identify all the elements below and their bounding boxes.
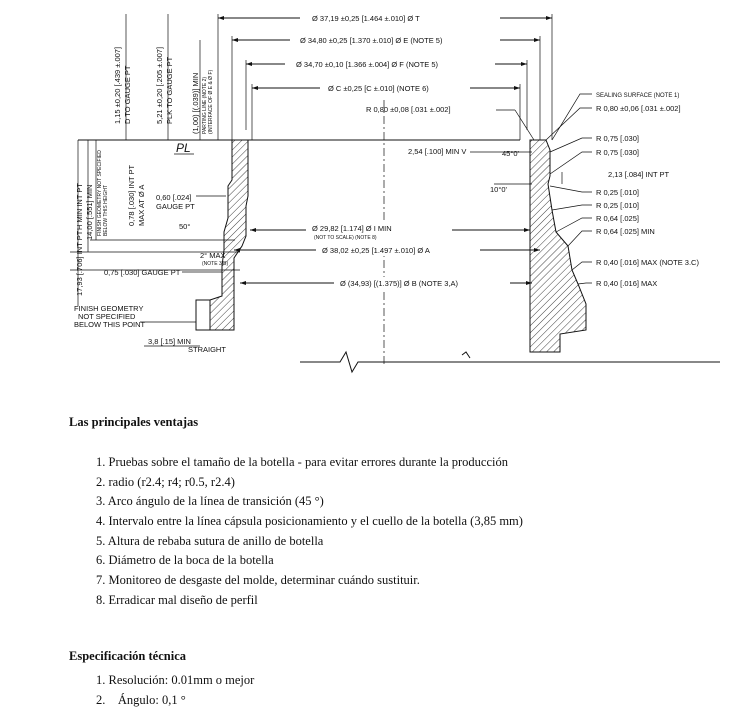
dim-b: Ø (34,93) [(1.375)] Ø B (NOTE 3,A): [340, 279, 458, 288]
label-254: 2,54 [.100] MIN V: [408, 147, 466, 156]
dim-plk: 5,21 ±0,20 [.205 ±.007]: [155, 47, 164, 124]
dim-a: Ø 38,02 ±0,25 [1.497 ±.010] Ø A: [322, 246, 430, 255]
label-060: 0,60 [.024]: [156, 193, 191, 202]
list-item: 1. Pruebas sobre el tamaño de la botella…: [96, 455, 508, 469]
label-213: 2,13 [.084] INT PT: [608, 170, 670, 179]
label-r025-a: R 0,25 [.010]: [596, 188, 639, 197]
label-finish-3: BELOW THIS POINT: [74, 320, 146, 329]
finish-geom-height-2: BELOW THIS HEIGHT: [103, 185, 109, 236]
dim-d-gauge: 1,15 ±0,20 [.439 ±.007]: [113, 47, 122, 124]
label-r025-b: R 0,25 [.010]: [596, 201, 639, 210]
label-r075-b: R 0,75 [.030]: [596, 148, 639, 157]
label-sealing: SEALING SURFACE (NOTE 1): [596, 93, 679, 99]
label-2max: 2° MAX: [200, 251, 226, 260]
dim-078: 0,78 [.030] INT PT: [127, 164, 136, 226]
label-50deg: 50°: [179, 222, 190, 231]
dim-c: Ø C ±0,25 [C ±.010] (NOTE 6): [328, 84, 429, 93]
dim-plk-label: PLK TO GAUGE PT: [165, 56, 174, 124]
list-item: 7. Monitoreo de desgaste del molde, dete…: [96, 573, 420, 588]
dim-parting-min: (1,00) [(.039)] MIN: [191, 73, 200, 134]
label-note3b: (NOTE 3,B): [202, 261, 228, 267]
list-item: 1. Resolución: 0.01mm o mejor: [96, 673, 255, 687]
dim-f: Ø 34,70 ±0,10 [1.366 ±.004] Ø F (NOTE 5): [296, 60, 439, 69]
dim-i-note: (NOT TO SCALE) (NOTE 8): [314, 235, 377, 241]
label-r080-right: R 0,80 ±0,06 [.031 ±.002]: [596, 104, 681, 113]
label-finish-1: FINISH GEOMETRY: [74, 304, 143, 313]
finish-geom-height: FINISH GEOMETRY NOT SPECIFIED: [97, 150, 103, 236]
label-45deg: 45°0': [502, 149, 520, 158]
label-r080-center: R 0,80 ±0,08 [.031 ±.002]: [366, 105, 451, 114]
ventajas-list: 1. Pruebas sobre el tamaño de la botella…: [96, 453, 523, 611]
list-item: 8. Erradicar mal diseño de perfil: [96, 592, 258, 607]
list-item: 3. Arco ángulo de la línea de transición…: [96, 494, 324, 509]
list-item: 2. radio (r2.4; r4; r0.5, r2.4): [96, 474, 235, 489]
parting-line-mark: PL: [176, 141, 191, 155]
label-r075-a: R 0,75 [.030]: [596, 134, 639, 143]
dim-d-gauge-label: D TO GAUGE PT: [123, 65, 132, 124]
dim-e: Ø 34,80 ±0,25 [1.370 ±.010] Ø E (NOTE 5): [300, 36, 443, 45]
ventajas-title: Las principales ventajas: [69, 415, 199, 429]
list-item: 2. Ángulo: 0,1 °: [96, 692, 186, 707]
dim-i: Ø 29,82 [1.174] Ø I MIN: [312, 224, 392, 233]
list-item: 5. Altura de rebaba sutura de anillo de …: [96, 533, 324, 548]
bottle-finish-drawing: Ø 37,19 ±0,25 [1.464 ±.010] Ø T Ø 34,80 …: [70, 12, 720, 374]
label-060-gauge: GAUGE PT: [156, 202, 195, 211]
dim-1793: 17,93 [.706] INT PT: [75, 230, 84, 296]
label-r040-b: R 0,40 [.016] MAX: [596, 279, 657, 288]
label-finish-2: NOT SPECIFIED: [78, 312, 136, 321]
dim-078-label: MAX AT Ø A: [137, 185, 146, 226]
label-straight: STRAIGHT: [188, 345, 226, 354]
especificacion-list: 1. Resolución: 0.01mm o mejor 2. Ángulo:…: [96, 671, 254, 710]
label-10deg: 10°0': [490, 185, 508, 194]
label-38min: 3,8 [.15] MIN: [148, 337, 191, 346]
parting-line-interface: (INTERFACE OF Ø E & Ø F): [208, 69, 214, 134]
label-075-gauge: 0,75 [.030] GAUGE PT: [104, 268, 181, 277]
list-item: 4. Intervalo entre la línea cápsula posi…: [96, 514, 523, 529]
parting-line-note: PARTING LINE (NOTE 2): [202, 77, 208, 134]
label-r040-a: R 0,40 [.016] MAX (NOTE 3.C): [596, 258, 699, 267]
list-item: 6. Diámetro de la boca de la botella: [96, 553, 274, 568]
dim-14: 14,00 [.551] MIN: [85, 185, 94, 240]
label-r064-a: R 0,64 [.025]: [596, 214, 639, 223]
label-r064-b: R 0,64 [.025] MIN: [596, 227, 655, 236]
dim-t: Ø 37,19 ±0,25 [1.464 ±.010] Ø T: [312, 14, 420, 23]
especificacion-title: Especificación técnica: [69, 649, 186, 663]
dim-h: H MIN INT PT: [75, 183, 84, 230]
